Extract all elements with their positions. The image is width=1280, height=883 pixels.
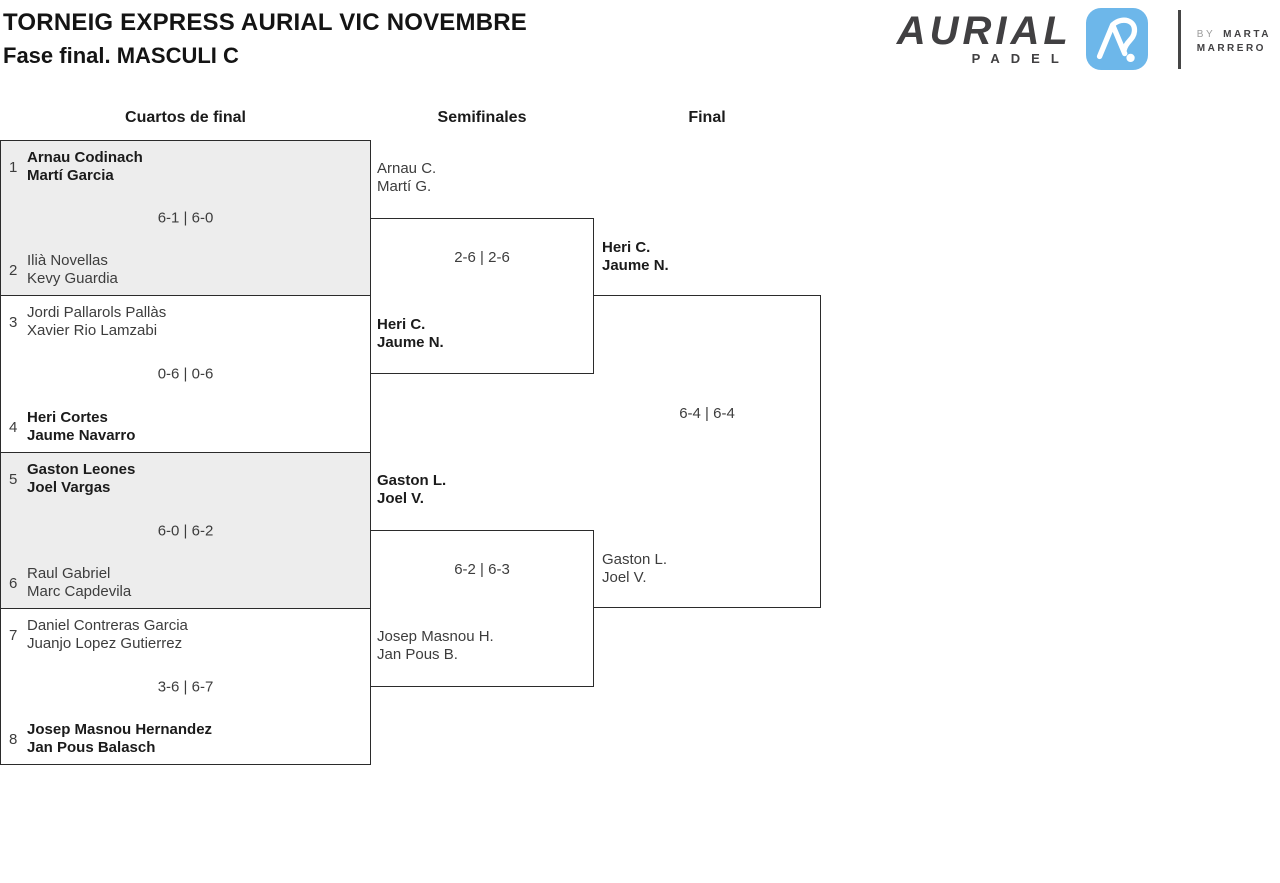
- logo-divider: [1177, 10, 1181, 69]
- player-name: Daniel Contreras Garcia: [27, 617, 188, 634]
- match-score: 6-0 | 6-2: [157, 522, 214, 539]
- final-score: 6-4 | 6-4: [679, 405, 735, 422]
- aurial-monogram-icon: [1085, 8, 1148, 70]
- round-header-quarterfinals: Cuartos de final: [125, 109, 246, 126]
- final-team-top: Heri C. Jaume N.: [602, 239, 669, 275]
- player-name: Arnau C.: [377, 160, 437, 177]
- final-team-bottom: Gaston L. Joel V.: [602, 551, 667, 587]
- player-name: Juanjo Lopez Gutierrez: [27, 635, 183, 652]
- team-names: Gaston Leones Joel Vargas: [27, 461, 135, 497]
- team-names: Raul Gabriel Marc Capdevila: [27, 565, 131, 601]
- player-name: Marc Capdevila: [27, 583, 132, 600]
- player-name: Martí Garcia: [27, 167, 114, 184]
- quarterfinal-match-1: 1 Arnau Codinach Martí Garcia 6-1 | 6-0 …: [0, 140, 371, 296]
- aurial-padel-logo: AURIAL PADEL BY MARTA MARRERO: [897, 8, 1271, 70]
- seed-number: 5: [9, 470, 18, 488]
- player-name: Ilià Novellas: [27, 252, 108, 269]
- seed-number: 6: [9, 574, 18, 592]
- seed-number: 1: [9, 158, 18, 176]
- player-name: Gaston L.: [377, 472, 447, 489]
- team-entry: 5 Gaston Leones Joel Vargas: [9, 461, 135, 497]
- team-entry: 7 Daniel Contreras Garcia Juanjo Lopez G…: [9, 617, 188, 653]
- player-name: Gaston Leones: [27, 461, 136, 478]
- seed-number: 7: [9, 626, 18, 644]
- quarterfinal-match-3: 5 Gaston Leones Joel Vargas 6-0 | 6-2 6 …: [0, 452, 371, 609]
- seed-number: 8: [9, 730, 18, 748]
- seed-number: 3: [9, 313, 18, 331]
- match-score: 0-6 | 0-6: [157, 365, 214, 383]
- player-name: Kevy Guardia: [27, 270, 118, 287]
- player-name: Josep Masnou Hernandez: [27, 721, 213, 738]
- player-name: Raul Gabriel: [27, 565, 111, 582]
- team-entry: 4 Heri Cortes Jaume Navarro: [9, 409, 135, 445]
- team-entry: 2 Ilià Novellas Kevy Guardia: [9, 252, 118, 288]
- team-names: Josep Masnou Hernandez Jan Pous Balasch: [27, 721, 212, 757]
- semifinal-2-score: 6-2 | 6-3: [454, 561, 510, 578]
- player-name: Jan Pous B.: [377, 646, 458, 663]
- semifinal-2-box: [370, 530, 594, 687]
- final-box: [593, 295, 821, 608]
- byline-name-1: MARTA: [1223, 29, 1271, 40]
- semifinal-1-box: [370, 218, 594, 374]
- round-header-semifinals: Semifinales: [437, 109, 527, 126]
- player-name: Josep Masnou H.: [377, 628, 494, 645]
- team-entry: 1 Arnau Codinach Martí Garcia: [9, 149, 143, 185]
- team-names: Jordi Pallarols Pallàs Xavier Rio Lamzab…: [27, 304, 166, 340]
- player-name: Heri C.: [377, 316, 426, 333]
- player-name: Jaume Navarro: [27, 427, 136, 444]
- team-names: Arnau Codinach Martí Garcia: [27, 149, 143, 185]
- logo-brand-text: AURIAL: [896, 9, 1072, 53]
- player-name: Xavier Rio Lamzabi: [27, 322, 158, 339]
- byline-name-2: MARRERO: [1196, 43, 1266, 54]
- semifinal-2-team-top: Gaston L. Joel V.: [377, 472, 446, 508]
- quarterfinal-match-2: 3 Jordi Pallarols Pallàs Xavier Rio Lamz…: [0, 295, 371, 453]
- seed-number: 4: [9, 418, 18, 436]
- semifinal-2-team-bottom: Josep Masnou H. Jan Pous B.: [377, 628, 494, 664]
- semifinal-1-score: 2-6 | 2-6: [454, 249, 510, 266]
- player-name: Gaston L.: [602, 551, 668, 568]
- player-name: Jan Pous Balasch: [27, 739, 156, 756]
- player-name: Jordi Pallarols Pallàs: [27, 304, 167, 321]
- team-entry: 8 Josep Masnou Hernandez Jan Pous Balasc…: [9, 721, 212, 757]
- logo-sub-text: PADEL: [971, 51, 1070, 66]
- logo-wordmark: AURIAL PADEL: [897, 11, 1072, 66]
- team-entry: 6 Raul Gabriel Marc Capdevila: [9, 565, 131, 601]
- byline-prefix: BY: [1196, 29, 1216, 40]
- team-entry: 3 Jordi Pallarols Pallàs Xavier Rio Lamz…: [9, 304, 166, 340]
- player-name: Joel V.: [377, 490, 424, 507]
- round-header-final: Final: [688, 109, 726, 126]
- match-score: 6-1 | 6-0: [157, 209, 214, 227]
- tournament-title: TORNEIG EXPRESS AURIAL VIC NOVEMBRE: [3, 9, 527, 36]
- logo-byline: BY MARTA MARRERO: [1197, 28, 1271, 56]
- semifinal-1-team-bottom: Heri C. Jaume N.: [377, 316, 444, 352]
- team-names: Heri Cortes Jaume Navarro: [27, 409, 135, 445]
- quarterfinal-match-4: 7 Daniel Contreras Garcia Juanjo Lopez G…: [0, 608, 371, 765]
- player-name: Heri Cortes: [27, 409, 108, 426]
- match-score: 3-6 | 6-7: [157, 678, 214, 695]
- player-name: Arnau Codinach: [27, 149, 143, 166]
- team-names: Daniel Contreras Garcia Juanjo Lopez Gut…: [27, 617, 188, 653]
- team-names: Ilià Novellas Kevy Guardia: [27, 252, 118, 288]
- player-name: Joel V.: [602, 569, 647, 586]
- seed-number: 2: [9, 261, 18, 279]
- player-name: Heri C.: [602, 239, 651, 256]
- phase-title: Fase final. MASCULI C: [3, 43, 239, 68]
- player-name: Joel Vargas: [27, 479, 111, 496]
- player-name: Jaume N.: [602, 257, 669, 274]
- player-name: Martí G.: [377, 178, 432, 195]
- semifinal-1-team-top: Arnau C. Martí G.: [377, 160, 436, 196]
- player-name: Jaume N.: [377, 334, 444, 351]
